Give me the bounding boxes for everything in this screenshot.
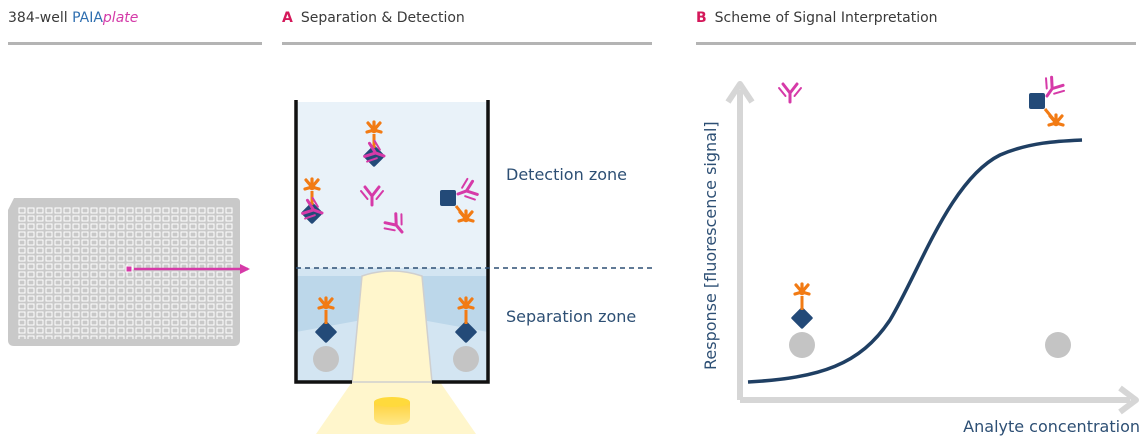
x-axis-label: Analyte concentration xyxy=(963,417,1140,436)
light-source-icon xyxy=(374,397,410,425)
fluorophore-icon xyxy=(793,282,811,310)
fluorophore-icon xyxy=(1043,108,1065,128)
plate-title: 384-well PAIAplate xyxy=(8,10,139,26)
well-cross-section xyxy=(294,100,652,434)
bead-icon xyxy=(789,332,815,358)
response-curve xyxy=(747,138,1083,384)
plot-axes xyxy=(725,81,1139,415)
highlighted-well xyxy=(125,265,133,273)
bead-icon xyxy=(453,346,479,372)
fluorophore-icon xyxy=(454,205,475,224)
fluorophore-icon xyxy=(457,296,475,324)
bead-icon xyxy=(1045,332,1071,358)
detection-zone-label: Detection zone xyxy=(506,165,627,184)
detection-zone-molecules xyxy=(299,120,481,241)
y-axis-label: Response [fluorescence signal] xyxy=(701,121,720,370)
separation-cone xyxy=(351,270,433,383)
antigen-square-icon xyxy=(440,190,456,206)
bead-icon xyxy=(313,346,339,372)
antibody-icon xyxy=(777,82,803,104)
fluorophore-icon xyxy=(317,296,335,324)
separation-zone-molecules xyxy=(313,296,479,372)
panel-a-title-rule xyxy=(282,42,652,45)
separation-zone-label: Separation zone xyxy=(506,307,636,326)
antigen-square-icon xyxy=(1029,93,1045,109)
plate-title-rule xyxy=(8,42,262,45)
antigen-diamond-icon xyxy=(790,306,814,330)
panel-b-title-rule xyxy=(696,42,1136,45)
well-plate xyxy=(8,198,240,346)
